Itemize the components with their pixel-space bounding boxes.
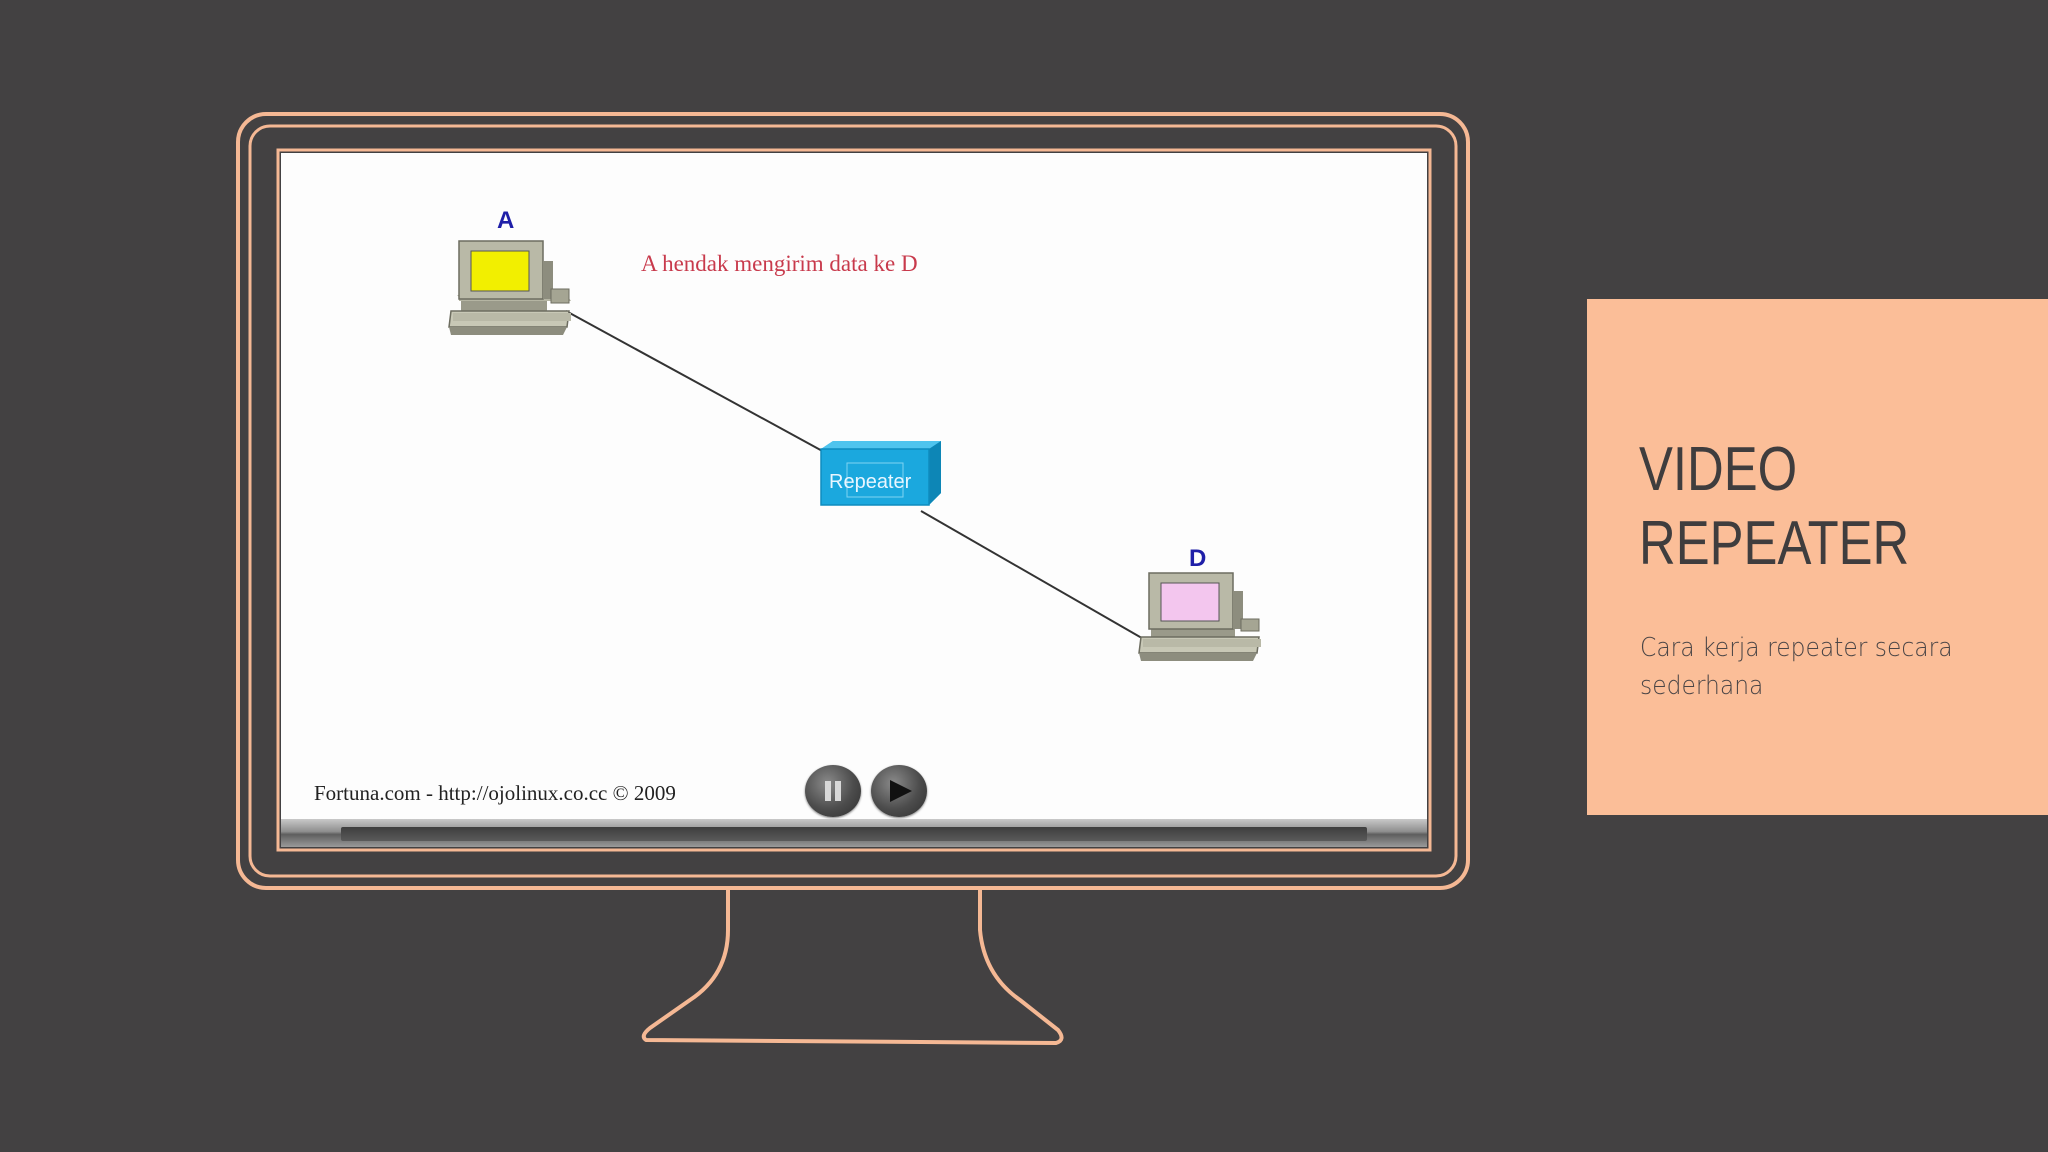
play-icon	[890, 780, 912, 802]
link-repeater-d	[920, 510, 1148, 642]
seek-track[interactable]	[341, 827, 1367, 841]
screen-a	[470, 250, 530, 292]
screen-d	[1160, 582, 1220, 622]
node-d-label: D	[1189, 545, 1207, 572]
repeater-label: Repeater	[829, 471, 912, 493]
computer-d-icon	[1138, 572, 1261, 661]
video-credit: Fortuna.com - http://ojolinux.co.cc © 20…	[314, 781, 676, 805]
computer-a-icon	[448, 240, 571, 335]
info-panel: VIDEO REPEATER Cara kerja repeater secar…	[1587, 299, 2048, 815]
seek-bar[interactable]	[281, 819, 1427, 847]
panel-title-line2: REPEATER	[1639, 509, 1910, 578]
network-diagram	[448, 240, 1261, 661]
node-a-label: A	[497, 207, 515, 234]
repeater-icon	[820, 441, 941, 506]
play-button[interactable]	[871, 765, 927, 817]
panel-title-line1: VIDEO	[1639, 435, 1798, 504]
pause-button[interactable]	[805, 765, 861, 817]
panel-title: VIDEO REPEATER	[1639, 433, 1951, 581]
panel-subtitle: Cara kerja repeater secara sederhana	[1640, 633, 1953, 701]
pause-icon	[825, 781, 841, 801]
link-a-repeater	[565, 310, 827, 454]
video-caption: A hendak mengirim data ke D	[641, 251, 918, 276]
video-player[interactable]: A D A hendak mengirim data ke D Repeater…	[281, 153, 1427, 847]
